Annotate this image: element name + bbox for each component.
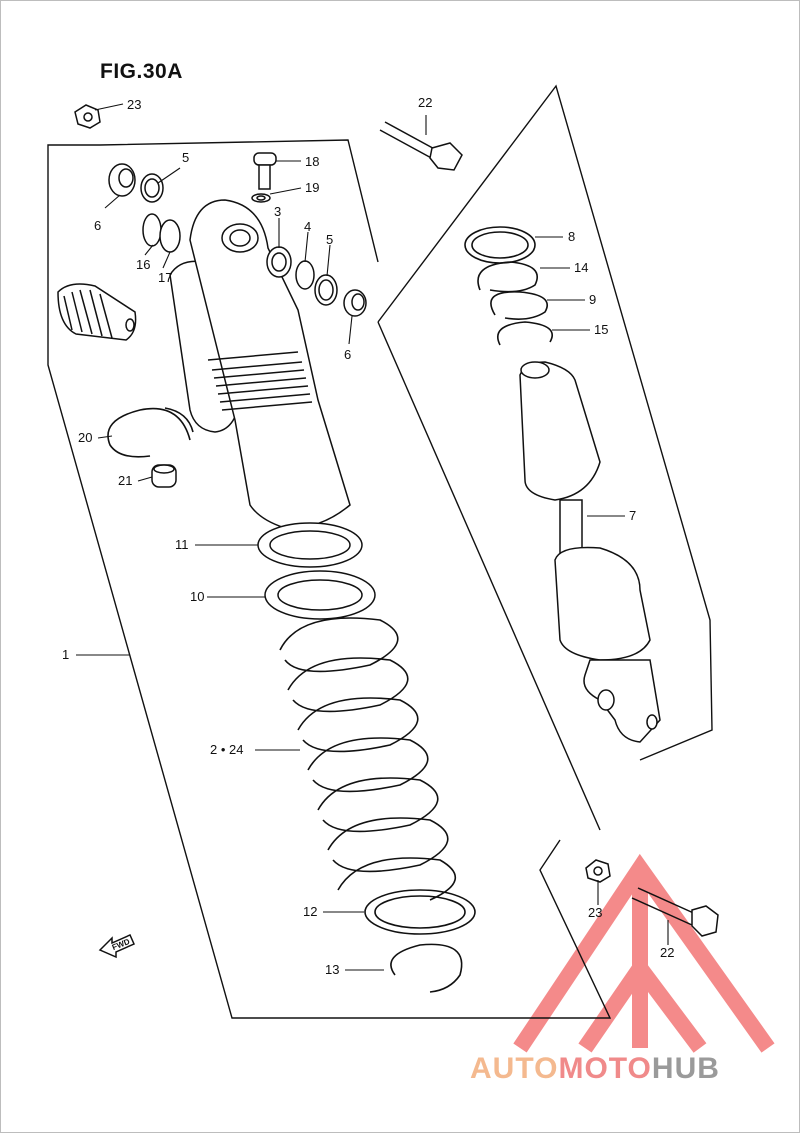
rings-right: [464, 226, 553, 346]
callout-5-left: 5: [182, 150, 190, 165]
callout-19: 19: [305, 180, 320, 195]
callout-5-right: 5: [326, 232, 334, 247]
spring-guides: [257, 522, 376, 620]
callout-9: 9: [589, 292, 597, 307]
callout-6-left: 6: [94, 218, 102, 233]
nut-bottom: [585, 859, 611, 883]
callout-12: 12: [303, 904, 318, 919]
callout-3: 3: [274, 204, 282, 219]
watermark-part-2: MOTO: [558, 1052, 652, 1085]
callout-2-24: 2 • 24: [210, 742, 244, 757]
callout-17: 17: [158, 270, 173, 285]
callout-8: 8: [568, 229, 576, 244]
damper-rod: [519, 361, 661, 743]
callout-14: 14: [574, 260, 589, 275]
shock-body: [189, 199, 351, 529]
callout-18: 18: [305, 154, 320, 169]
eye-bushings: [266, 246, 367, 317]
nut-21: [151, 464, 177, 488]
bolt-reservoir: [251, 152, 277, 203]
callout-23-bottom: 23: [588, 905, 603, 920]
watermark-part-1: AUTO: [470, 1052, 559, 1085]
callout-23-top: 23: [127, 97, 142, 112]
reservoir-cap: [57, 283, 137, 341]
callout-13: 13: [325, 962, 340, 977]
callout-7: 7: [629, 508, 637, 523]
assembly-outline: [47, 84, 713, 1019]
bolt-top: [379, 121, 463, 171]
callout-22-top: 22: [418, 95, 433, 110]
nut-top: [74, 104, 101, 129]
leader-lines: [76, 103, 669, 971]
callout-10: 10: [190, 589, 205, 604]
watermark-logo-icon: [513, 853, 775, 1053]
bolt-bottom: [631, 887, 719, 937]
callout-6-right: 6: [344, 347, 352, 362]
reservoir-body: [169, 260, 241, 433]
callout-22-bottom: 22: [660, 945, 675, 960]
ring-20: [107, 407, 194, 458]
callout-21: 21: [118, 473, 133, 488]
callout-20: 20: [78, 430, 93, 445]
bushing-left: [108, 163, 181, 253]
callout-16: 16: [136, 257, 151, 272]
figure-title: FIG.30A: [100, 60, 183, 83]
callout-4: 4: [304, 219, 312, 234]
callout-11: 11: [175, 537, 189, 552]
callout-1: 1: [62, 647, 70, 662]
watermark-part-3: HUB: [651, 1052, 720, 1085]
fwd-arrow-icon: [98, 934, 135, 959]
callout-15: 15: [594, 322, 609, 337]
watermark-brand: AUTOMOTOHUB: [470, 1052, 720, 1086]
shock-spring: [279, 617, 457, 901]
spring-stopper: [364, 889, 476, 993]
